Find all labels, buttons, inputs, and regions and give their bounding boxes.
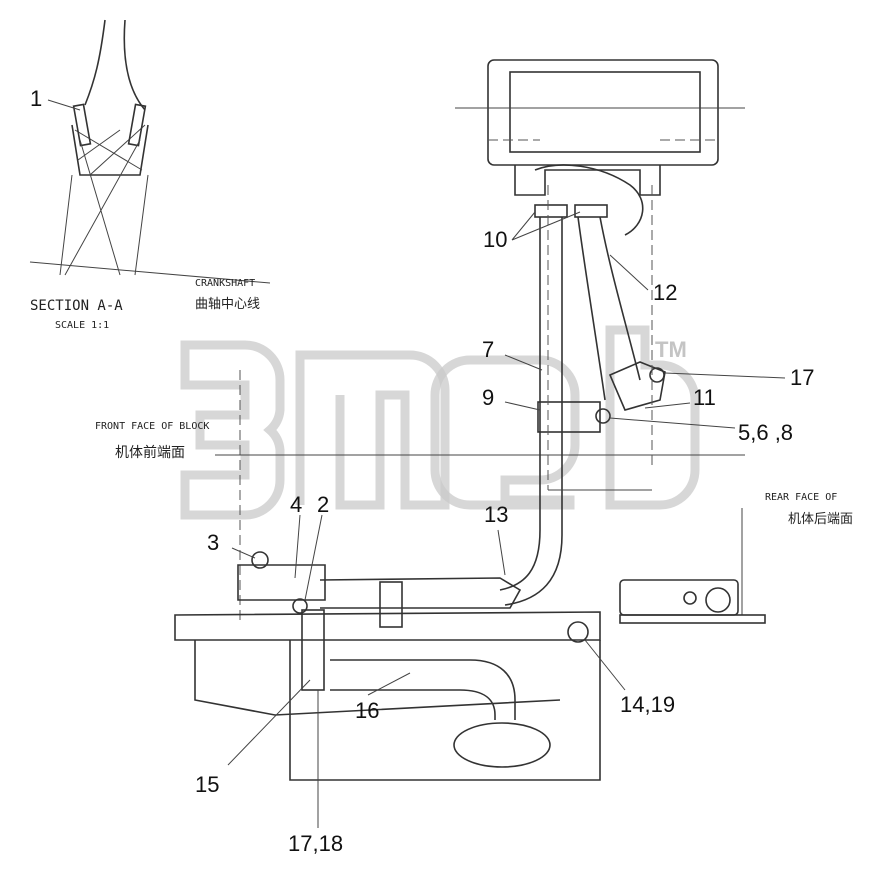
filter-housing	[455, 59, 745, 236]
crankshaft-label: CRANKSHAFT	[195, 278, 255, 289]
callout-9: 9	[482, 385, 494, 410]
leader-lines	[47, 99, 786, 828]
callout-1: 1	[30, 86, 42, 111]
rear-face-label: REAR FACE OF	[765, 492, 837, 503]
rear-face-label-cn: 机体后端面	[788, 512, 853, 527]
callout-7: 7	[482, 337, 494, 362]
suction-pipes	[499, 185, 666, 606]
callout-17-18: 17,18	[288, 831, 343, 856]
rear-bracket	[619, 579, 766, 624]
front-face-reference: FRONT FACE OF BLOCK 机体前端面	[95, 370, 745, 620]
callout-10: 10	[483, 227, 507, 252]
callout-14-19: 14,19	[620, 692, 675, 717]
callout-16: 16	[355, 698, 379, 723]
callout-5-6-8: 5,6 ,8	[738, 420, 793, 445]
callout-12: 12	[653, 280, 677, 305]
watermark-logo: TM	[180, 325, 700, 520]
section-a-a-detail: SECTION A-A SCALE 1:1 CRANKSHAFT 曲轴中心线	[29, 19, 271, 331]
callouts: 1 10 12 7 17 9 11 5,6 ,8 4 2 13 3 14,19 …	[30, 86, 814, 856]
callout-13: 13	[484, 502, 508, 527]
oil-pump-assembly	[174, 551, 601, 781]
callout-15: 15	[195, 772, 219, 797]
section-scale: SCALE 1:1	[55, 320, 109, 331]
trademark-mark: TM	[655, 337, 687, 362]
rear-face-reference: REAR FACE OF 机体后端面	[741, 492, 853, 615]
callout-11: 11	[693, 385, 716, 410]
crankshaft-label-cn: 曲轴中心线	[195, 297, 260, 312]
front-face-label-cn: 机体前端面	[115, 444, 185, 461]
callout-17-top: 17	[790, 365, 814, 390]
callout-4: 4	[290, 492, 302, 517]
callout-2: 2	[317, 492, 329, 517]
front-face-label: FRONT FACE OF BLOCK	[95, 421, 209, 432]
section-title: SECTION A-A	[30, 298, 123, 314]
callout-3: 3	[207, 530, 219, 555]
